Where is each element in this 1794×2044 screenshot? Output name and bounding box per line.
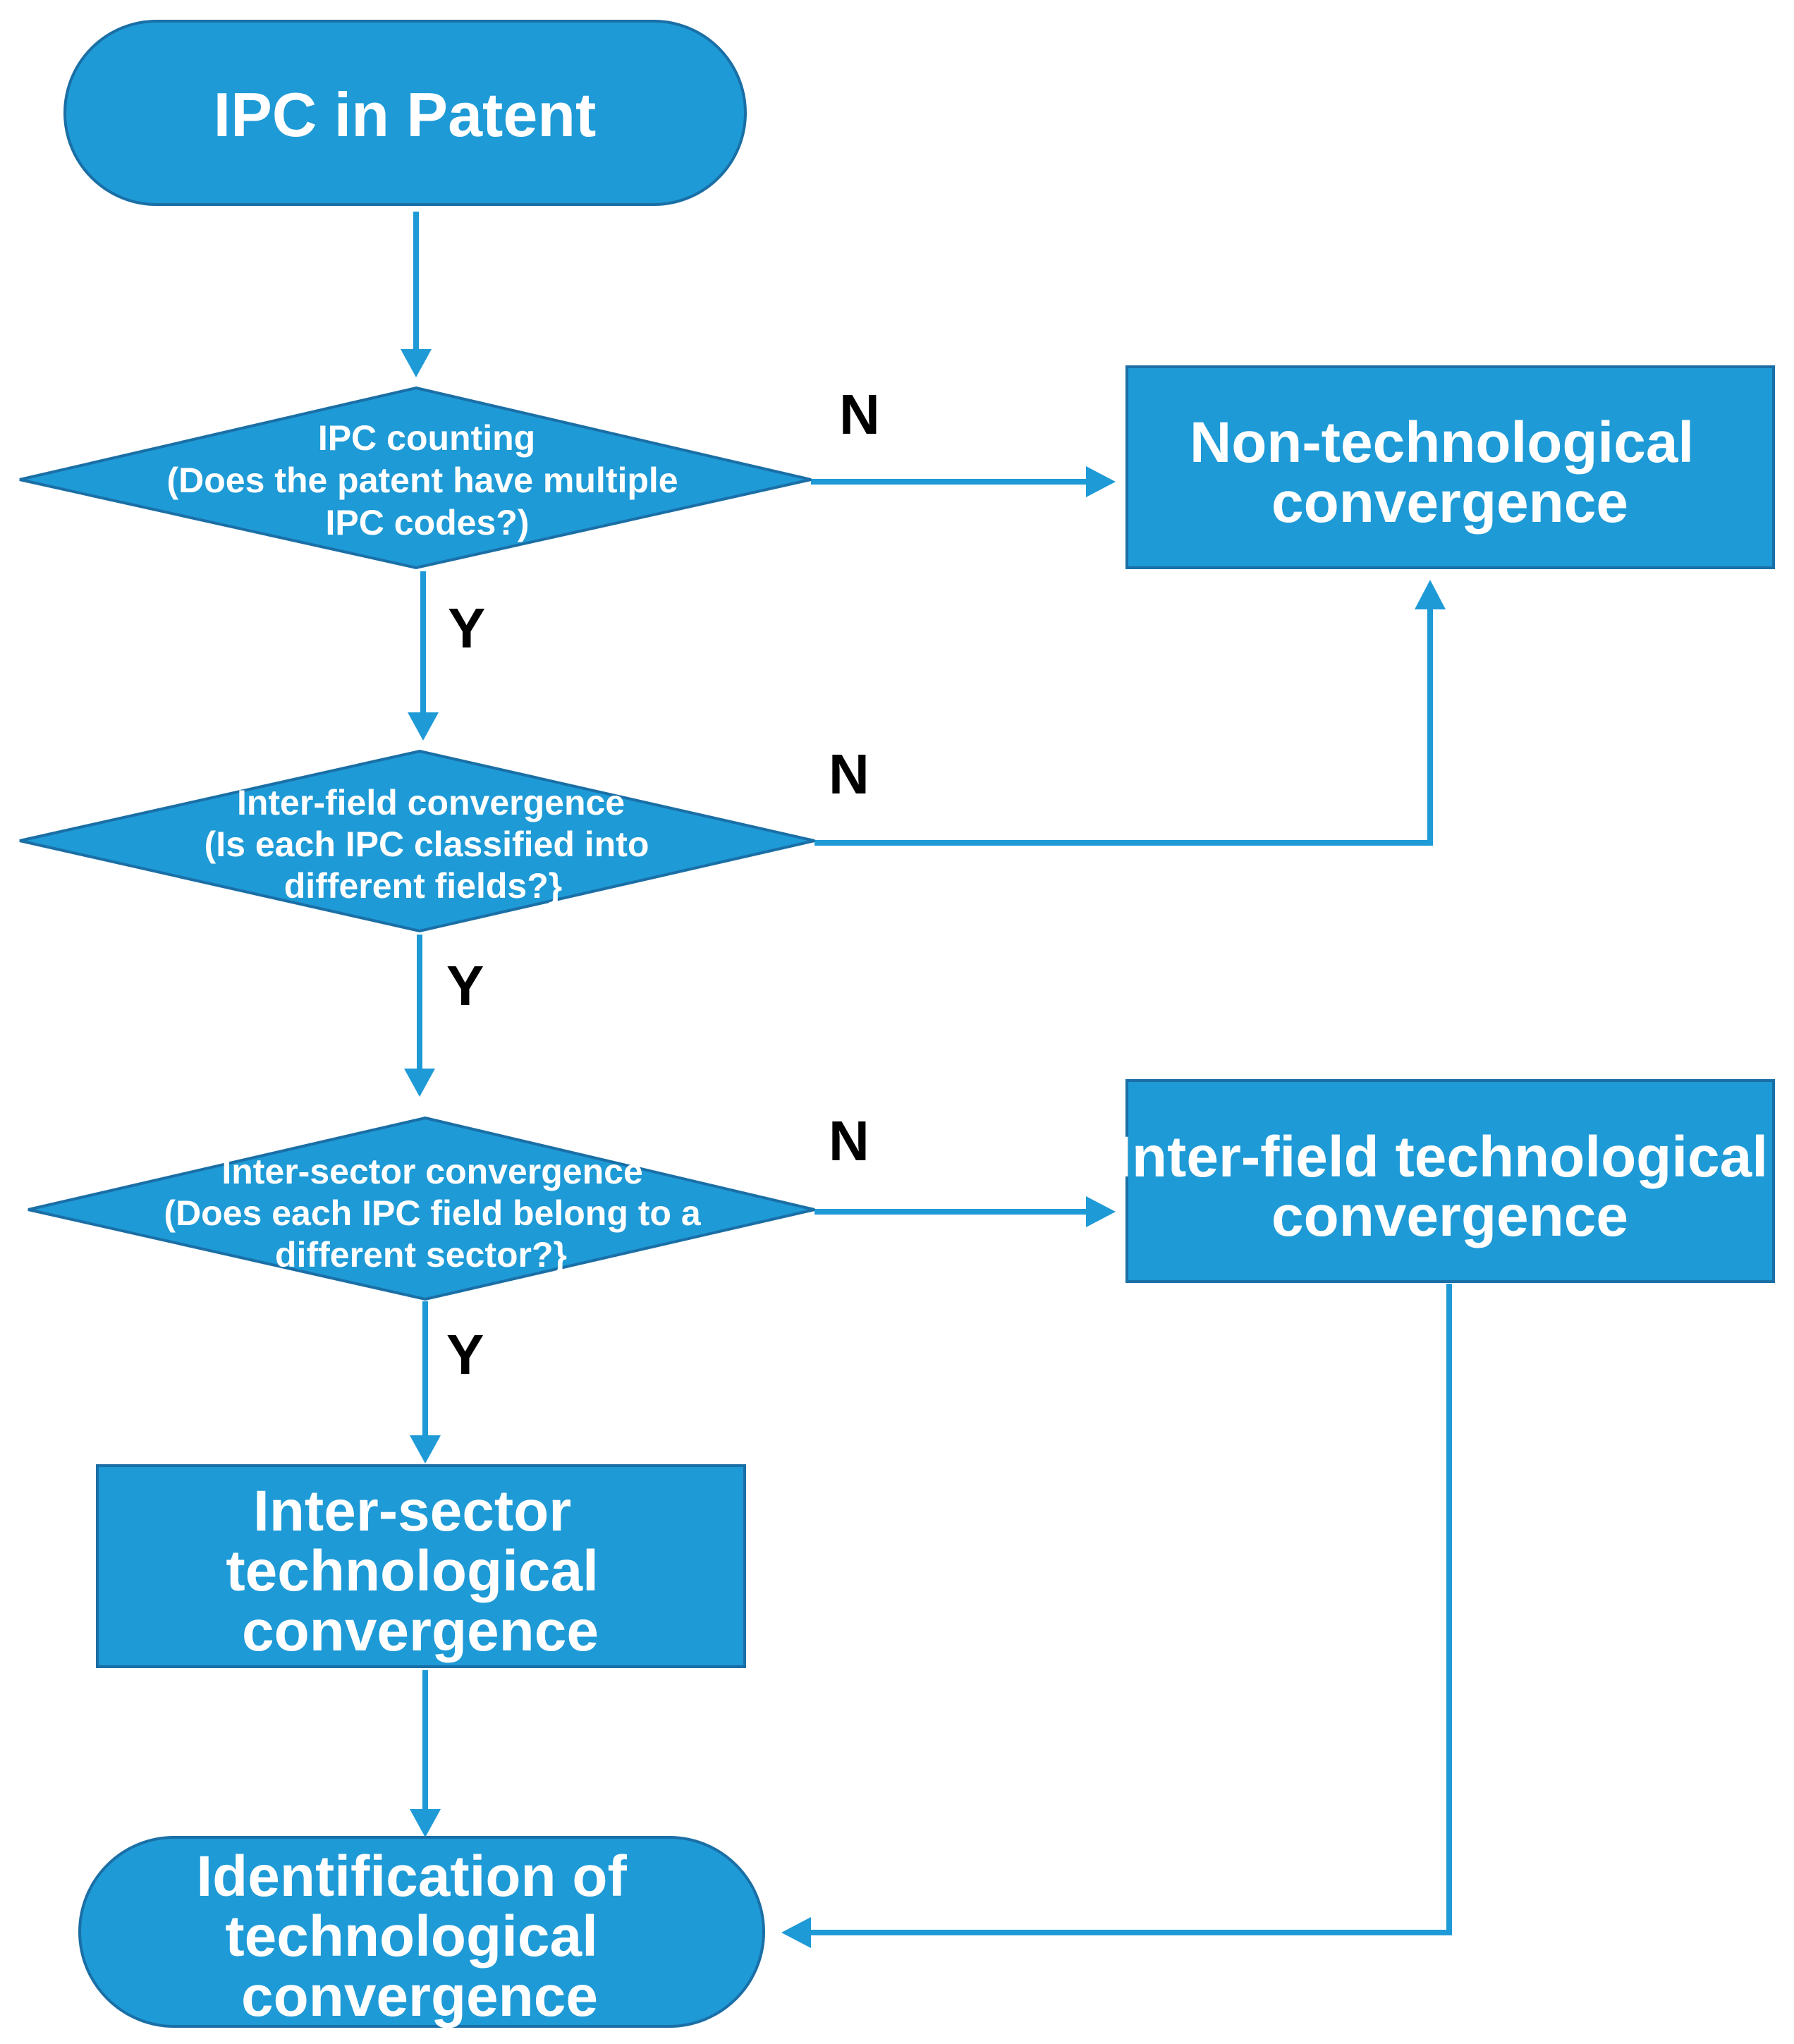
decision-inter-field: Inter-field convergence (Is each IPC cla… [19, 749, 815, 933]
decision-inter-sector-line-3: different sector?} [275, 1235, 567, 1275]
arrow-start-to-ipc-counting [401, 212, 432, 377]
arrow-inter-sector-to-inter-field-result [814, 1196, 1116, 1227]
end-node: Identification of technological converge… [78, 1836, 765, 2028]
arrow-ipc-counting-to-non-tech [811, 466, 1116, 497]
svg-text:Non-technological conver: Non-technological convergence [1190, 410, 1710, 535]
arrow-inter-field-to-inter-sector [404, 935, 435, 1097]
end-node-line-3: convergence [241, 1964, 598, 2028]
arrow-inter-sector-to-inter-sector-result [410, 1301, 441, 1464]
result-inter-sector-line-2: technological [226, 1539, 599, 1603]
decision-inter-field-line-3: different fields?} [284, 866, 562, 906]
arrow-inter-sector-result-to-end [410, 1670, 441, 1837]
decision-inter-field-line-1: Inter-field convergence [237, 783, 625, 822]
svg-text:Inter-sector technologic: Inter-sector technological convergence [226, 1479, 614, 1663]
decision-ipc-counting-line-1: IPC counting [318, 418, 535, 458]
label-ipc-counting-no: N [839, 383, 880, 446]
start-node-text: IPC in Patent [214, 80, 597, 150]
decision-inter-sector: Inter-sector convergence (Does each IPC … [28, 1116, 815, 1301]
svg-text:Inter-field technological: Inter-field technological convergence [1116, 1125, 1784, 1248]
start-node: IPC in Patent [63, 20, 747, 206]
svg-text:IPC in Patent: IPC in Patent [214, 80, 597, 150]
result-inter-field: Inter-field technological convergence [1116, 1079, 1784, 1283]
svg-text:IPC counting (Does the p: IPC counting (Does the patent have multi… [166, 418, 688, 542]
label-inter-field-no: N [829, 743, 869, 805]
result-inter-sector-line-3: convergence [242, 1599, 599, 1663]
result-inter-field-line-2: convergence [1271, 1184, 1628, 1248]
end-node-line-1: Identification of [196, 1844, 627, 1909]
result-non-technological-line-2: convergence [1271, 470, 1628, 535]
result-inter-sector: Inter-sector technological convergence [96, 1464, 746, 1668]
svg-text:Inter-sector convergence: Inter-sector convergence (Does each IPC … [164, 1152, 710, 1275]
decision-inter-sector-line-1: Inter-sector convergence [221, 1152, 642, 1191]
svg-text:Inter-field convergence: Inter-field convergence (Is each IPC cla… [205, 783, 659, 906]
decision-ipc-counting: IPC counting (Does the patent have multi… [19, 386, 812, 570]
end-node-line-2: technological [225, 1904, 598, 1969]
decision-ipc-counting-line-2: (Does the patent have multiple [166, 461, 678, 500]
label-inter-sector-yes: Y [446, 1323, 484, 1386]
result-non-technological-line-1: Non-technological [1190, 410, 1694, 475]
label-inter-field-yes: Y [446, 954, 484, 1017]
arrow-inter-field-result-to-end [781, 1284, 1452, 1948]
label-ipc-counting-yes: Y [448, 597, 485, 659]
result-inter-field-line-1: Inter-field technological [1116, 1125, 1768, 1189]
decision-ipc-counting-line-3: IPC codes?) [326, 503, 530, 542]
arrow-ipc-counting-to-inter-field [408, 571, 439, 741]
result-inter-sector-line-1: Inter-sector [253, 1479, 571, 1543]
svg-text:Identification of techno: Identification of technological converge… [196, 1844, 642, 2028]
arrow-inter-field-to-non-tech [814, 580, 1446, 846]
result-non-technological: Non-technological convergence [1125, 365, 1775, 569]
decision-inter-field-line-2: (Is each IPC classified into [205, 825, 649, 864]
label-inter-sector-no: N [829, 1109, 869, 1172]
decision-inter-sector-line-2: (Does each IPC field belong to a [164, 1193, 701, 1233]
